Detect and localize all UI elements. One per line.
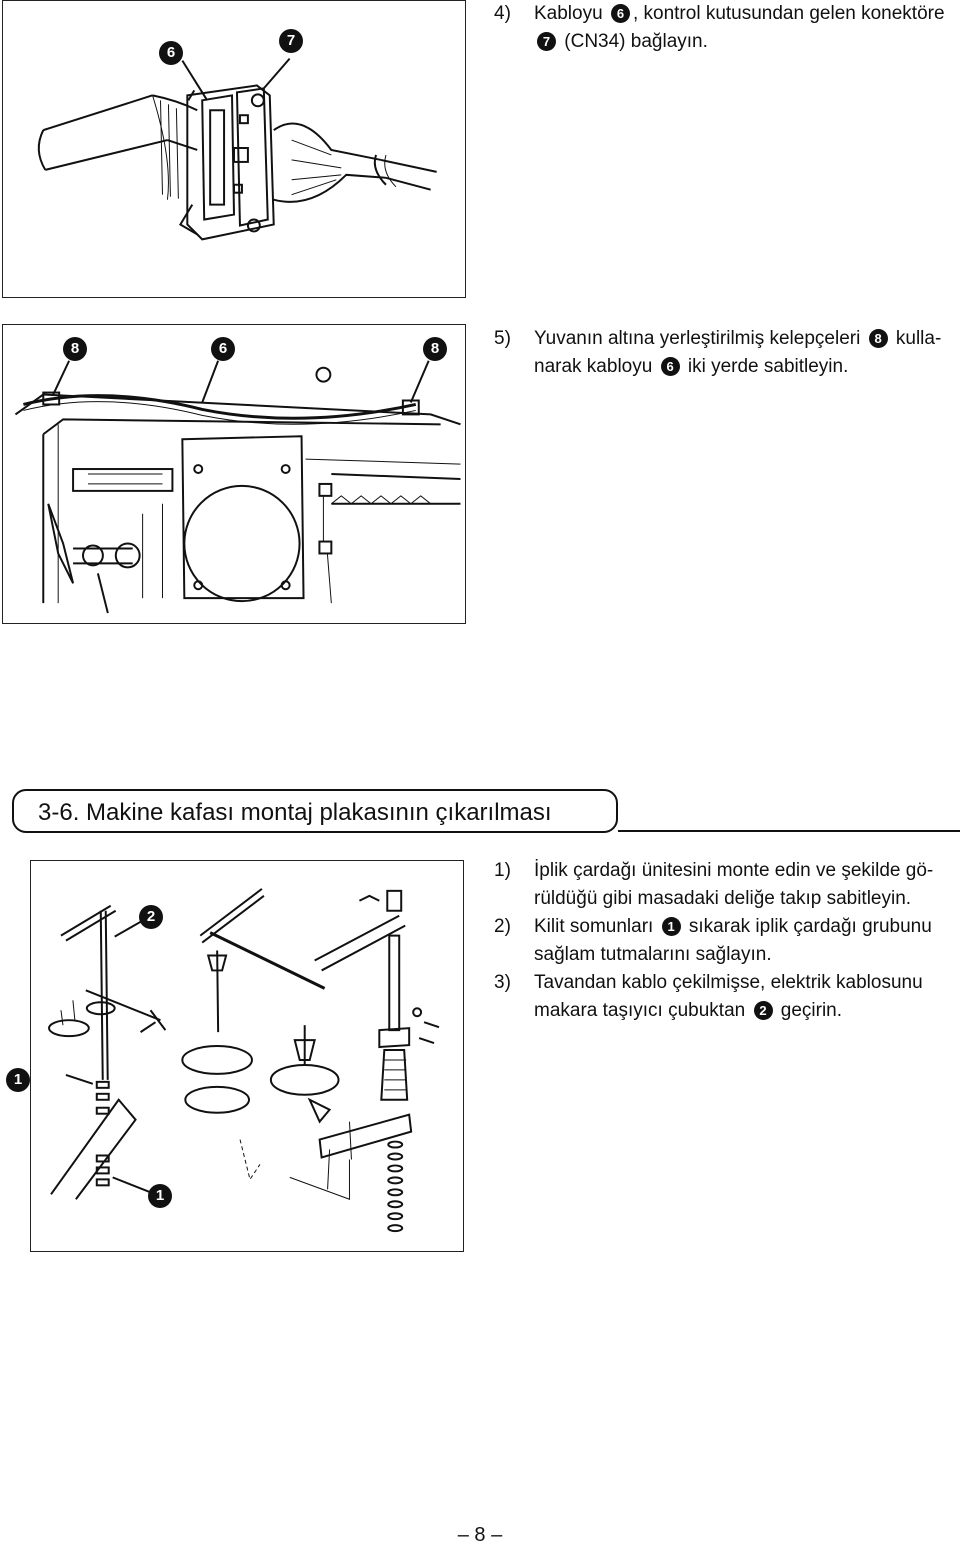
step-text: makara taşıyıcı çubuktan [534, 1000, 746, 1021]
step-text: İplik çardağı ünitesini monte edin ve şe… [534, 860, 934, 881]
step-5: 5) Yuvanın altına yerleştirilmiş kelepçe… [494, 325, 960, 381]
figure3-callout-1-left: 1 [6, 1068, 30, 1092]
figure-thread-stand: 2 [30, 860, 464, 1252]
badge-7: 7 [537, 32, 556, 51]
step-text: , kontrol kutusundan gelen konektöre [632, 3, 945, 24]
clamps-illustration [14, 360, 461, 614]
connector-illustration [37, 57, 437, 241]
figure-cable-connector: 6 7 [2, 0, 466, 298]
step-text: narak kabloyu [534, 356, 653, 377]
step-4: 4) Kabloyu 6, kontrol kutusundan gelen k… [494, 0, 960, 56]
step-text: sıkarak iplik çardağı grubunu [688, 916, 932, 937]
badge-8: 8 [868, 329, 888, 348]
thread-stand-illustration [48, 888, 440, 1233]
step-text: Kabloyu [534, 3, 603, 24]
step-3: 3) Tavandan kablo çekilmişse, elektrik k… [494, 969, 960, 1025]
figure3-callout-1-bottom: 1 [148, 1184, 172, 1208]
step-number: 1) [494, 860, 511, 881]
step-number: 2) [494, 916, 511, 937]
figure3-callout-2: 2 [139, 905, 163, 929]
step-text: geçirin. [780, 1000, 843, 1021]
page-number: – 8 – [457, 1524, 503, 1546]
step-text: rüldüğü gibi masadaki deliğe takıp sabit… [534, 888, 912, 909]
section-title: 3-6. Makine kafası montaj plakasının çık… [38, 799, 552, 826]
badge-1: 1 [661, 917, 681, 936]
step-text: iki yerde sabitleyin. [687, 356, 849, 377]
step-text: Tavandan kablo çekilmişse, elektrik kabl… [534, 972, 923, 993]
step-1: 1) İplik çardağı ünitesini monte edin ve… [494, 857, 960, 913]
figure2-callout-8-right: 8 [423, 337, 447, 361]
badge-6: 6 [660, 357, 680, 376]
step-text: kulla- [895, 328, 942, 349]
figure1-callout-6: 6 [159, 41, 183, 65]
section-header: 3-6. Makine kafası montaj plakasının çık… [12, 789, 618, 833]
figure2-callout-6: 6 [211, 337, 235, 361]
figure2-callout-8-left: 8 [63, 337, 87, 361]
figure-cable-clamps: 8 6 8 [2, 324, 466, 624]
step-number: 3) [494, 972, 511, 993]
step-text: (CN34) bağlayın. [564, 31, 708, 52]
section-rule [618, 830, 960, 832]
step-text: sağlam tutmalarını sağlayın. [534, 944, 772, 965]
step-number: 5) [494, 328, 511, 349]
step-number: 4) [494, 3, 511, 24]
badge-2: 2 [753, 1001, 773, 1020]
step-text: Yuvanın altına yerleştirilmiş kelepçeler… [534, 328, 861, 349]
figure1-callout-7: 7 [279, 29, 303, 53]
badge-6: 6 [610, 4, 630, 23]
steps-section-3-6: 1) İplik çardağı ünitesini monte edin ve… [494, 857, 960, 1025]
step-text: Kilit somunları [534, 916, 654, 937]
step-2: 2) Kilit somunları 1 sıkarak iplik çarda… [494, 913, 960, 969]
